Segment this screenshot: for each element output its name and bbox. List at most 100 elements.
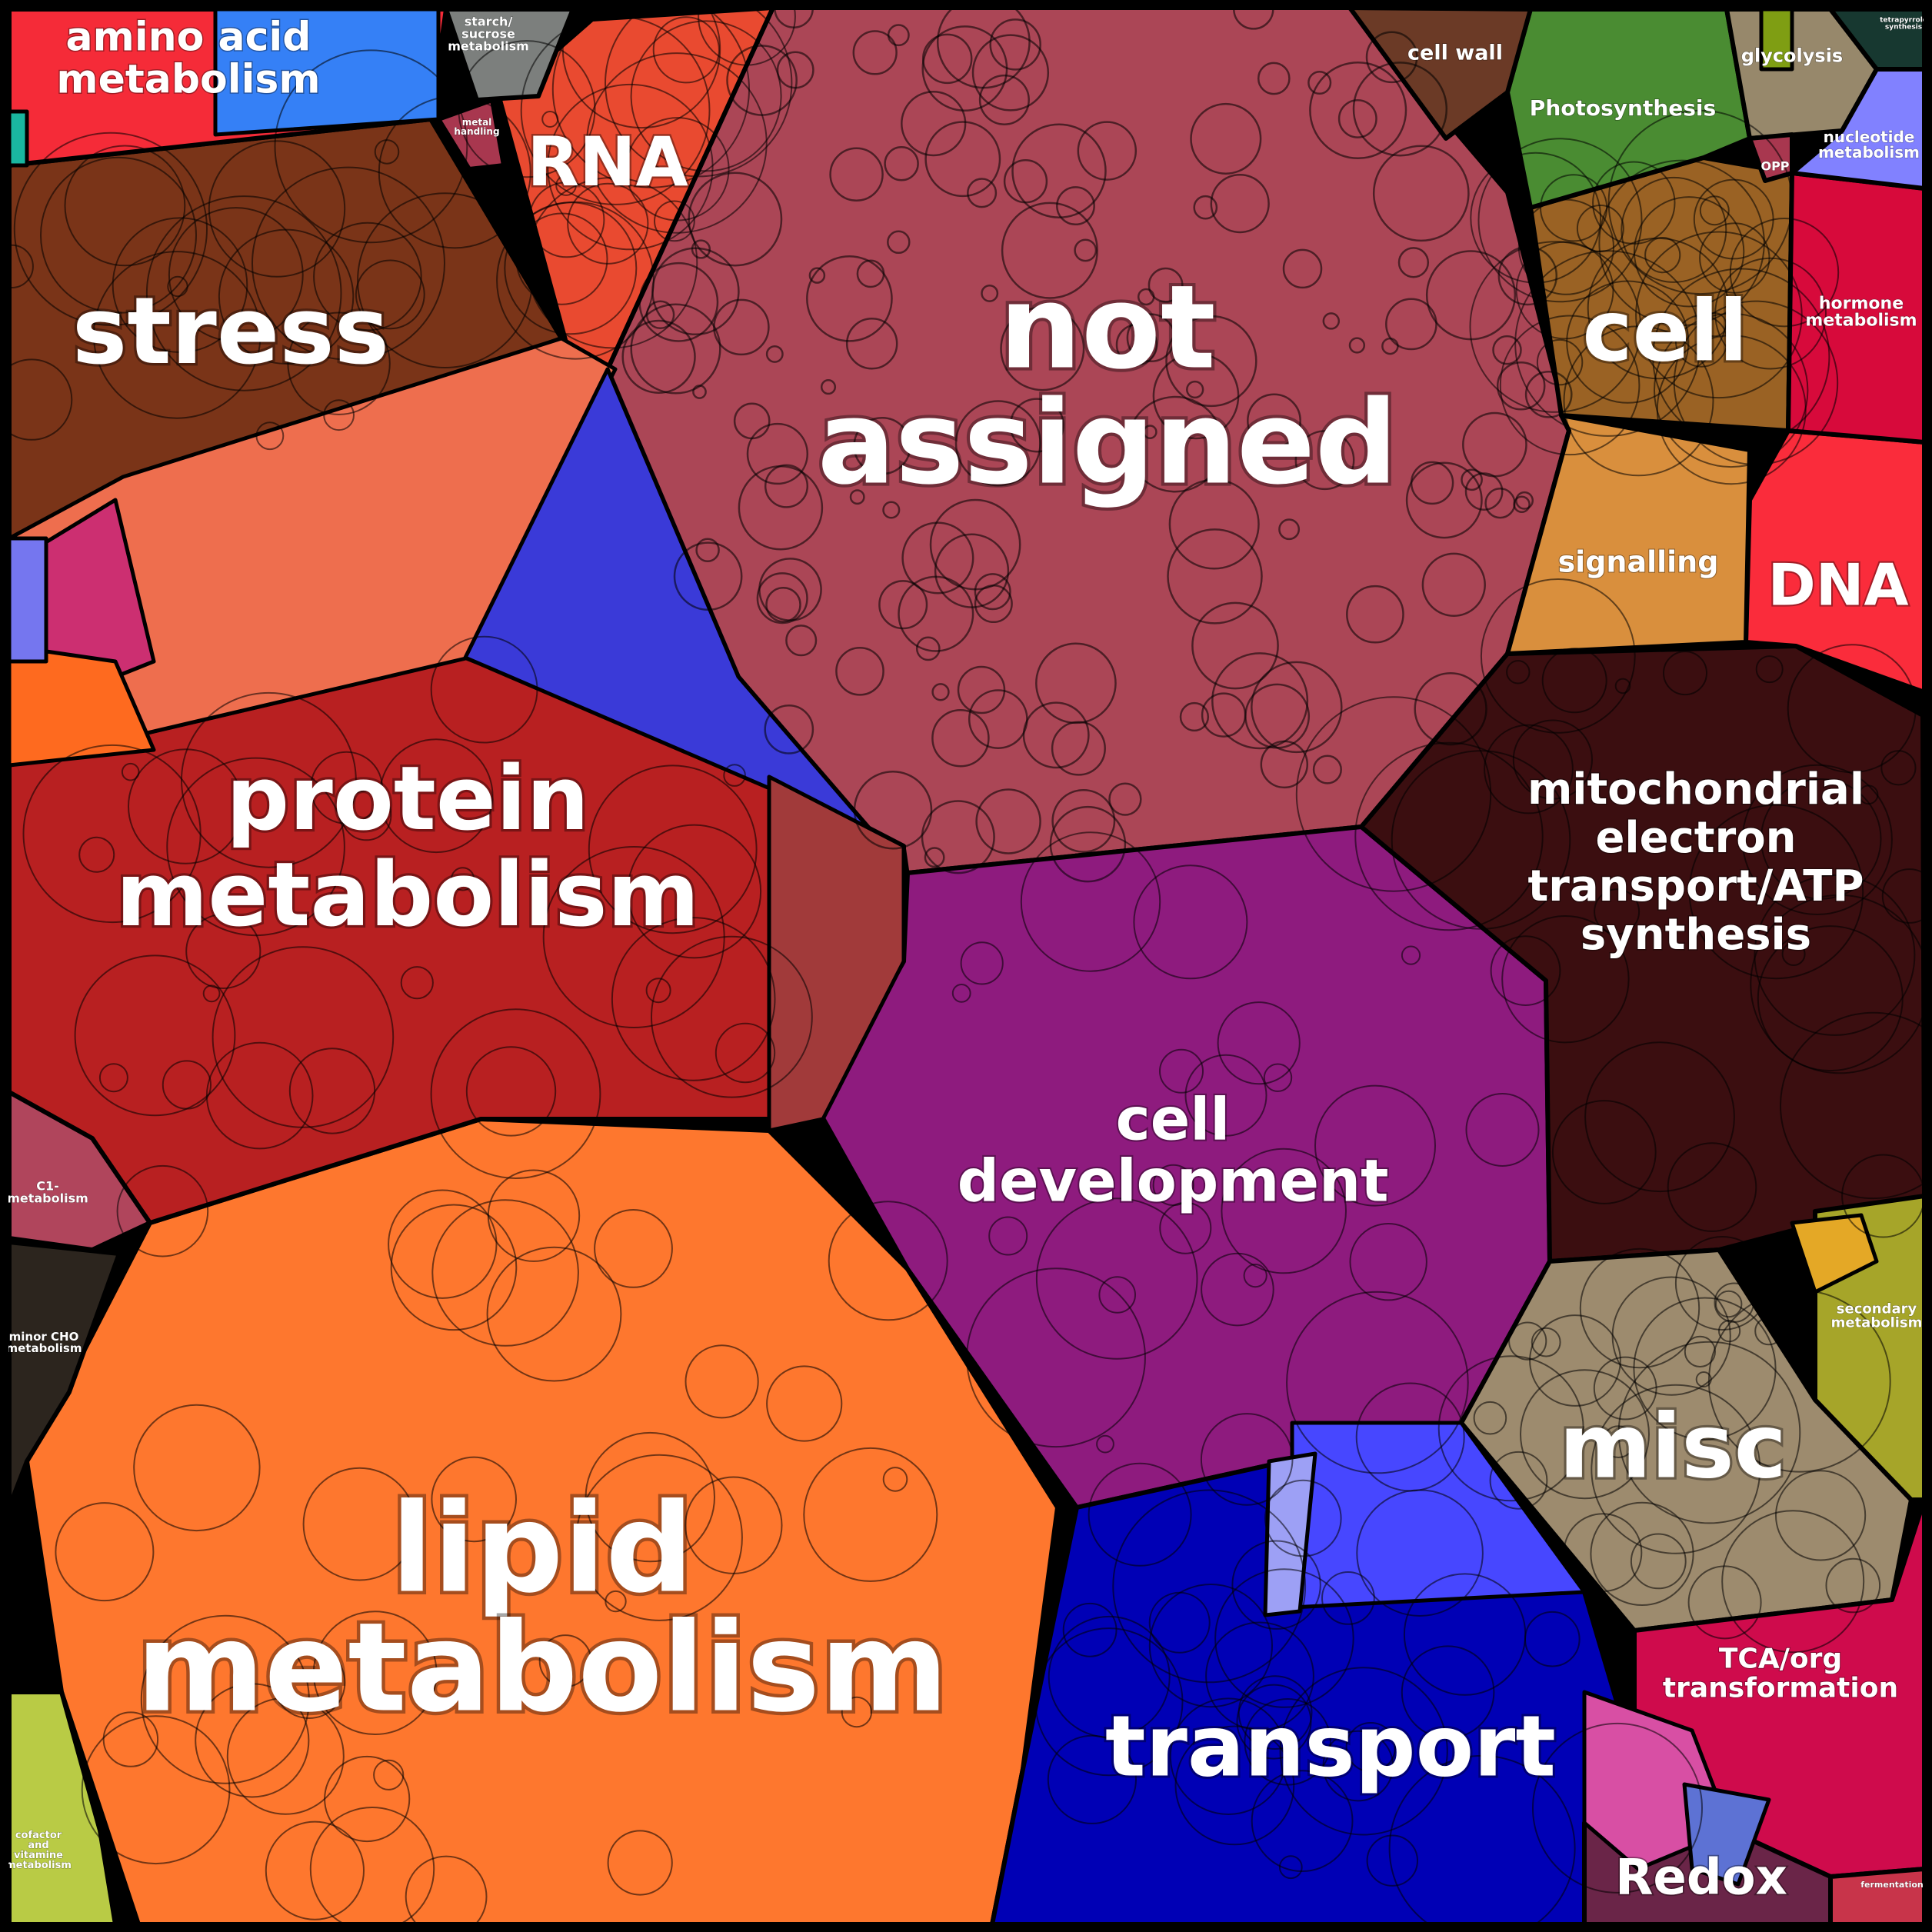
- subcell: [1715, 1290, 1743, 1318]
- subcell: [1217, 1001, 1301, 1085]
- label-line: metabolism: [1831, 1314, 1923, 1331]
- label-c1-metabolism: C1-metabolism: [7, 1179, 88, 1206]
- subcell: [630, 303, 721, 395]
- subcell: [208, 140, 346, 278]
- label-line: vitamine: [14, 1850, 63, 1861]
- label-line: development: [958, 1147, 1389, 1215]
- subcell: [1755, 655, 1784, 684]
- subcell: [181, 691, 357, 868]
- label-line: electron: [1595, 813, 1796, 863]
- subcell: [265, 1820, 365, 1920]
- subcell: [673, 541, 743, 611]
- subcell: [1133, 864, 1248, 980]
- subcell: [1401, 945, 1421, 965]
- label-line: metabolism: [1805, 311, 1917, 331]
- subcell: [1354, 741, 1544, 931]
- subcell: [691, 239, 711, 259]
- subcell: [645, 300, 675, 330]
- subcell: [692, 385, 707, 399]
- subcell: [1551, 1100, 1657, 1204]
- label-line: tetrapyrrole: [1880, 17, 1927, 25]
- subcell: [829, 147, 884, 202]
- subcell: [1607, 109, 1794, 295]
- subcell: [465, 1046, 557, 1137]
- subcell: [978, 74, 1030, 125]
- unlabeled-cell: [213, 7, 441, 137]
- cell-rna: [498, 5, 775, 371]
- subcell: [901, 521, 974, 595]
- subcell: [1496, 361, 1546, 411]
- subcell: [575, 1454, 743, 1621]
- subcell: [1484, 488, 1516, 519]
- label-line: secondary: [1837, 1301, 1917, 1317]
- subcell: [1260, 740, 1309, 789]
- subcell: [1221, 1148, 1347, 1274]
- subcell: [738, 465, 824, 551]
- subcell: [1514, 250, 1701, 437]
- subcell: [287, 311, 391, 415]
- cell-metal-handling: [436, 98, 506, 172]
- label-line: cell: [1582, 282, 1747, 381]
- label-glycolysis: glycolysis: [1741, 45, 1843, 66]
- subcell: [1345, 1722, 1397, 1773]
- subcell: [1621, 176, 1727, 283]
- subcell: [1062, 1602, 1118, 1657]
- subcell: [112, 217, 248, 354]
- subcell: [951, 984, 971, 1003]
- label-cell: cell: [1582, 282, 1747, 381]
- label-line: Photosynthesis: [1530, 95, 1716, 121]
- subcell: [971, 34, 1050, 112]
- subcell: [974, 573, 1011, 611]
- subcell: [1356, 1489, 1484, 1617]
- subcell: [1165, 315, 1257, 408]
- subcell: [1148, 1584, 1274, 1708]
- subcell: [785, 625, 818, 657]
- subcell: [1243, 1264, 1267, 1288]
- subcell: [1321, 1571, 1375, 1625]
- label-line: sucrose: [461, 27, 515, 42]
- subcell: [1633, 196, 1745, 308]
- label-line: protein: [226, 748, 589, 851]
- label-stress: stress: [72, 278, 389, 385]
- subcell: [1754, 1317, 1784, 1346]
- subcell: [1531, 1327, 1561, 1357]
- label-line: metabolism: [1818, 143, 1920, 162]
- cell-c1-metabolism: [7, 1090, 152, 1252]
- subcell: [431, 1199, 579, 1347]
- cell-minor-cho-metabolism: [7, 1240, 122, 1510]
- subcell: [430, 1008, 601, 1179]
- subcell: [723, 764, 746, 787]
- subcell: [312, 1611, 438, 1736]
- subcell: [627, 824, 762, 959]
- subcell: [1251, 661, 1343, 754]
- subcell: [654, 200, 695, 242]
- subcell: [1499, 315, 1641, 456]
- subcell: [960, 941, 1004, 985]
- subcell: [1282, 248, 1323, 289]
- subcell: [887, 230, 911, 255]
- subcell: [1184, 1054, 1267, 1137]
- subcell: [1001, 202, 1098, 299]
- subcell: [695, 538, 720, 563]
- subcell: [0, 244, 34, 288]
- subcell: [924, 121, 1001, 198]
- label-line: metabolism: [448, 39, 529, 54]
- subcell: [1214, 1568, 1354, 1708]
- subcell: [966, 1267, 1146, 1448]
- subcell: [255, 421, 285, 451]
- cell-signalling: [1505, 413, 1752, 656]
- subcell: [852, 30, 898, 75]
- label-transport: transport: [1105, 1697, 1556, 1796]
- subcell: [313, 222, 422, 331]
- subcell: [1049, 805, 1127, 883]
- subcell: [625, 117, 730, 222]
- subcell: [756, 572, 808, 625]
- subcell: [1656, 335, 1807, 485]
- subcell: [520, 15, 711, 205]
- subcell: [931, 683, 950, 701]
- subcell: [1236, 1684, 1312, 1760]
